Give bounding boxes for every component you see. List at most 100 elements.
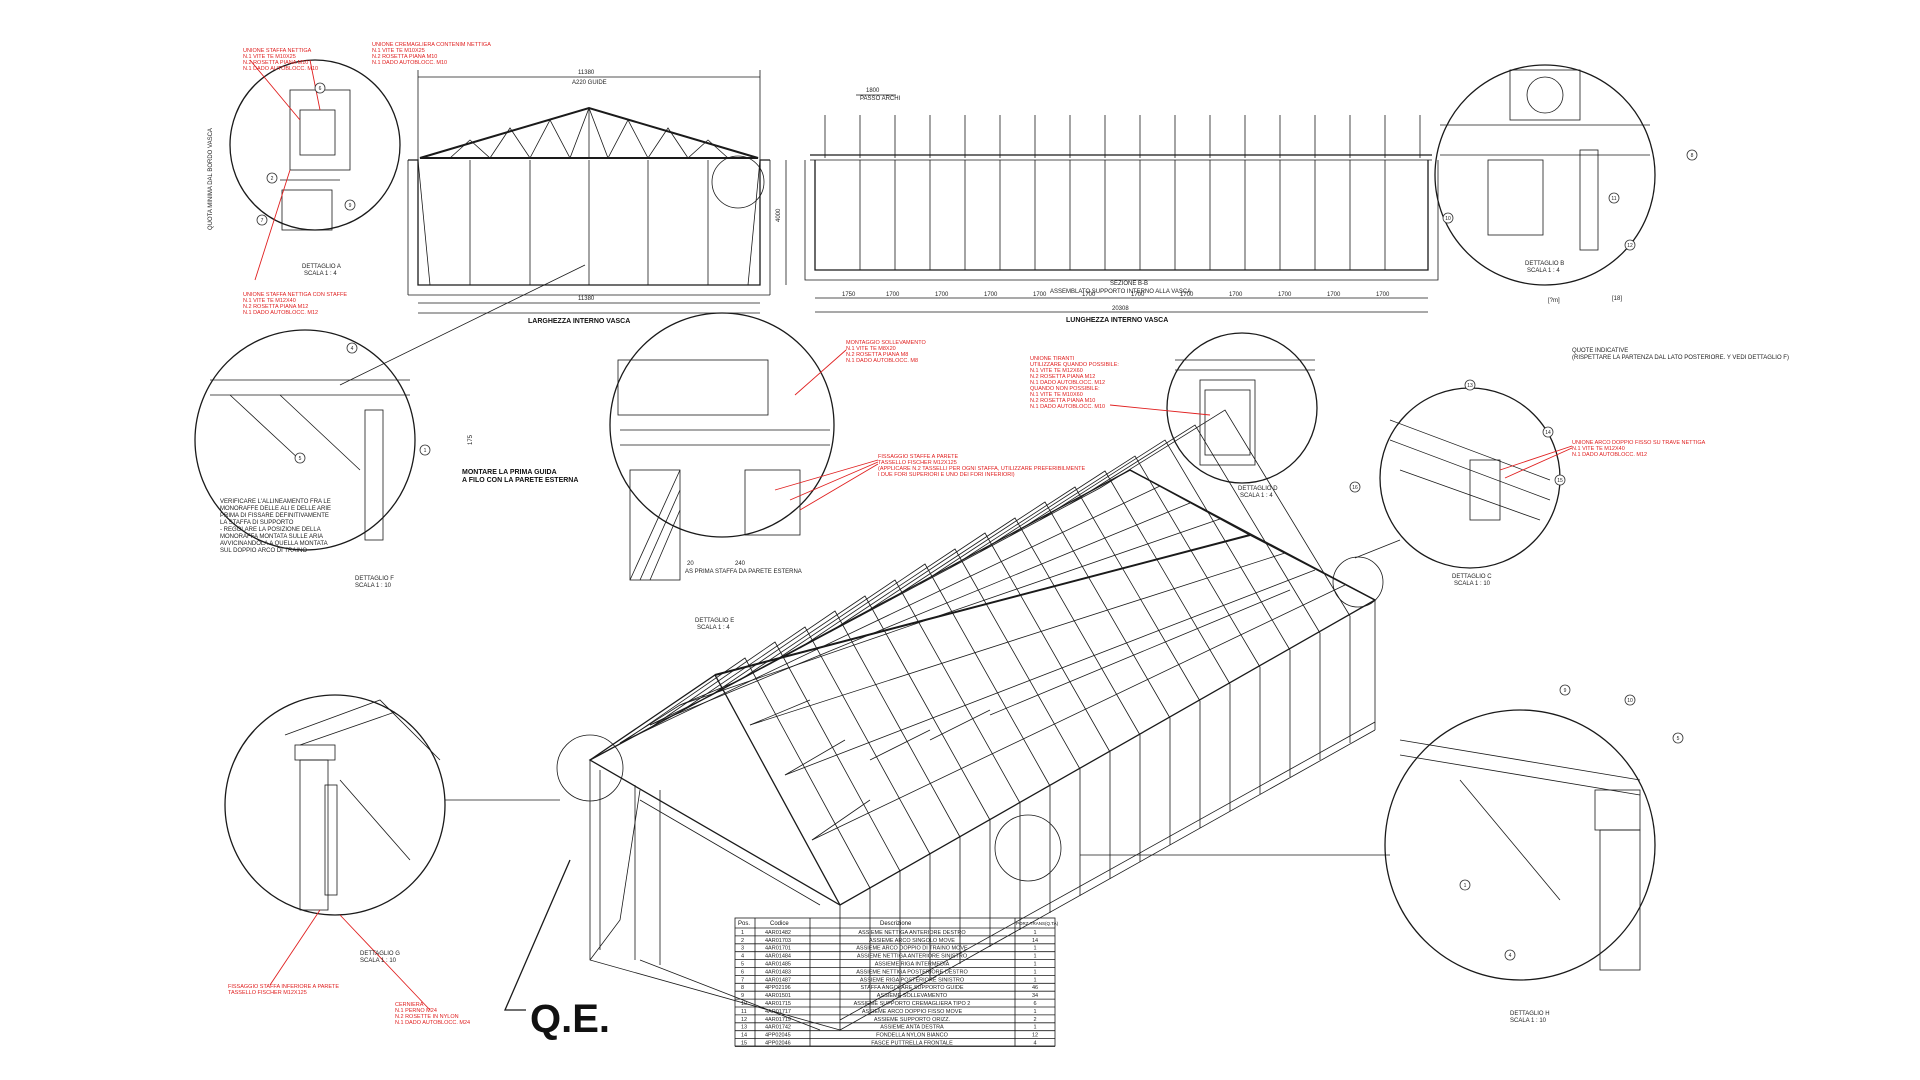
svg-text:UNIONE ARCO DOPPIO FISSO SU TR: UNIONE ARCO DOPPIO FISSO SU TRAVE NETTIG… xyxy=(1572,440,1706,446)
detail-a-red-notes-top-right: UNIONE CREMAGLIERA CONTENIM NETTIGA N.1 … xyxy=(372,42,491,66)
svg-text:1700: 1700 xyxy=(1278,292,1292,298)
detail-h-scale: SCALA 1 : 10 xyxy=(1510,1018,1547,1024)
detail-e-title: DETTAGLIO E xyxy=(695,618,734,624)
bom-cell: 4AR01482 xyxy=(765,930,791,936)
detail-f-note: VERIFICARE L'ALLINEAMENTO FRA LE MONORAF… xyxy=(220,499,331,554)
bom-cell: 4AR01485 xyxy=(765,962,791,968)
bom-cell: 1 xyxy=(741,930,744,936)
bom-cell: 2 xyxy=(1033,1017,1036,1023)
svg-text:1700: 1700 xyxy=(935,292,949,298)
section-b-caption: LUNGHEZZA INTERNO VASCA xyxy=(1066,317,1168,324)
svg-text:PRIMA DI FISSARE DEFINITIVAMEN: PRIMA DI FISSARE DEFINITIVAMENTE xyxy=(220,513,329,519)
svg-text:TASSELLO FISCHER M12X125: TASSELLO FISCHER M12X125 xyxy=(228,990,307,996)
svg-text:N.1 DADO AUTOBLOCC. M12: N.1 DADO AUTOBLOCC. M12 xyxy=(1030,380,1105,386)
detail-c-title: DETTAGLIO C xyxy=(1452,574,1492,580)
detail-b-title: DETTAGLIO B xyxy=(1525,261,1564,267)
svg-text:N.1 VITE TE M12X40: N.1 VITE TE M12X40 xyxy=(1572,446,1625,452)
svg-text:N.1 VITE TE M10X25: N.1 VITE TE M10X25 xyxy=(372,48,425,54)
svg-text:13: 13 xyxy=(1467,383,1473,389)
bom-cell: 4 xyxy=(1033,1041,1036,1047)
detail-b-dim-left: [?m] xyxy=(1548,298,1560,304)
bom-cell: 2 xyxy=(741,938,744,944)
svg-text:UNIONE CREMAGLIERA CONTENIM NE: UNIONE CREMAGLIERA CONTENIM NETTIGA xyxy=(372,42,491,48)
section-b-top-dim: 1800 xyxy=(866,88,880,94)
bom-rows: 1 4AR01482 ASSIEME NETTIGA ANTERIORE DESTR… xyxy=(735,930,1055,1047)
bom-cell: ASSIEME NETTIGA ANTERIORE DESTRO xyxy=(858,930,966,936)
detail-a: UNIONE STAFFA NETTIGA N.1 VITE TE M10X25… xyxy=(208,42,491,316)
svg-text:- REGOLARE LA POSIZIONE DELLA: - REGOLARE LA POSIZIONE DELLA xyxy=(220,527,321,533)
bom-cell: 4AR01701 xyxy=(765,946,791,952)
guide-note: MONTARE LA PRIMA GUIDA A FILO CON LA PAR… xyxy=(462,469,578,484)
section-b-top-sub: PASSO ARCHI xyxy=(860,96,901,102)
detail-a-red-notes-bottom: UNIONE STAFFA NETTIGA CON STAFFE N.1 VIT… xyxy=(243,292,347,316)
bom-cell: 1 xyxy=(1033,977,1036,983)
svg-text:N.1 DADO AUTOBLOCC. M10: N.1 DADO AUTOBLOCC. M10 xyxy=(1030,404,1105,410)
bom-cell: 4AR01719 xyxy=(765,1017,791,1023)
detail-b-note-title: QUOTE INDICATIVE xyxy=(1572,348,1628,354)
bom-header-pos: Pos. xyxy=(738,921,750,927)
svg-text:I DUE FORI SUPERIORI E UNO DEI: I DUE FORI SUPERIORI E UNO DEI FORI INFE… xyxy=(878,472,1015,478)
bom-cell: 4PP02046 xyxy=(765,1041,791,1047)
svg-text:6: 6 xyxy=(319,86,322,92)
detail-a-red-notes-top-left: UNIONE STAFFA NETTIGA N.1 VITE TE M10X25… xyxy=(243,48,318,72)
detail-d-title: DETTAGLIO D xyxy=(1238,486,1278,492)
section-a-bottom-dim: 11380 xyxy=(578,296,595,302)
bom-cell: 12 xyxy=(1032,1033,1038,1039)
detail-a-side-note: QUOTA MINIMA DAL BORDO VASCA xyxy=(208,128,214,230)
bom-table: Pos. Codice Descrizione PORZ.TRANS(Q.TA)… xyxy=(734,917,1059,1047)
detail-c-scale: SCALA 1 : 10 xyxy=(1454,581,1491,587)
svg-text:4: 4 xyxy=(1509,953,1512,959)
svg-text:12: 12 xyxy=(1627,243,1633,249)
svg-text:11: 11 xyxy=(1611,196,1616,202)
detail-c-red-notes: UNIONE ARCO DOPPIO FISSO SU TRAVE NETTIG… xyxy=(1572,440,1706,458)
svg-text:TASSELLO FISCHER M12X125: TASSELLO FISCHER M12X125 xyxy=(878,460,957,466)
detail-f-title: DETTAGLIO F xyxy=(355,576,394,582)
detail-g-scale: SCALA 1 : 10 xyxy=(360,958,397,964)
section-a-top-sub: A220 GUIDE xyxy=(572,80,607,86)
svg-text:N.1 VITE TE M12X40: N.1 VITE TE M12X40 xyxy=(243,298,296,304)
bom-header-qty: PORZ.TRANS(Q.TA) xyxy=(1016,921,1059,926)
bom-cell: 4PP02196 xyxy=(765,985,791,991)
svg-text:UNIONE STAFFA NETTIGA CON STAF: UNIONE STAFFA NETTIGA CON STAFFE xyxy=(243,292,347,298)
section-b-view: 1800 PASSO ARCHI xyxy=(804,88,1439,324)
bom-cell: ASSIEME ARCO DOPPIO DI TRAINO MOVE xyxy=(856,946,968,952)
svg-text:9: 9 xyxy=(1564,688,1567,694)
bom-cell: 3 xyxy=(741,946,744,952)
detail-f-scale: SCALA 1 : 10 xyxy=(355,583,392,589)
svg-text:UTILIZZARE QUANDO POSSIBILE:: UTILIZZARE QUANDO POSSIBILE: xyxy=(1030,362,1119,368)
bom-cell: 4AR01715 xyxy=(765,1001,791,1007)
svg-text:SUL DOPPIO ARCO DI TRAINO: SUL DOPPIO ARCO DI TRAINO xyxy=(220,548,307,554)
bom-cell: 46 xyxy=(1032,985,1038,991)
svg-text:8: 8 xyxy=(1691,153,1694,159)
svg-text:10: 10 xyxy=(1627,698,1633,704)
bom-cell: FONDELLA NYLON BIANCO xyxy=(876,1033,949,1039)
bom-header-code: Codice xyxy=(770,921,789,927)
bom-cell: 11 xyxy=(741,1009,747,1015)
bom-cell: 1 xyxy=(1033,954,1036,960)
svg-text:MONORAFFE DELLE ALI E DELLE AR: MONORAFFE DELLE ALI E DELLE ARIE xyxy=(220,506,331,512)
detail-f: 175 VERIFICARE L'ALLINEAMENTO FRA LE MON… xyxy=(194,329,474,589)
bom-cell: 10 xyxy=(741,1001,747,1007)
section-a-top-dim: 11380 xyxy=(578,70,595,76)
bom-cell: ASSIEME RIGA POSTERIORE SINISTRO xyxy=(860,977,965,983)
detail-g-title: DETTAGLIO G xyxy=(360,951,400,957)
bom-cell: 14 xyxy=(741,1033,747,1039)
svg-text:UNIONE TIRANTI: UNIONE TIRANTI xyxy=(1030,356,1075,362)
bom-cell: 4AR01484 xyxy=(765,954,791,960)
svg-text:1700: 1700 xyxy=(984,292,998,298)
svg-text:16: 16 xyxy=(1352,485,1358,491)
svg-text:9: 9 xyxy=(349,203,352,209)
svg-text:1700: 1700 xyxy=(1082,292,1096,298)
bom-cell: 8 xyxy=(741,985,744,991)
svg-text:LA STAFFA DI SUPPORTO: LA STAFFA DI SUPPORTO xyxy=(220,520,294,526)
svg-text:15: 15 xyxy=(1557,478,1563,484)
bom-cell: ASSIEME ARCO DOPPIO FISSO MOVE xyxy=(862,1009,963,1015)
bom-cell: 14 xyxy=(1032,938,1038,944)
bom-cell: ASSIEME NETTIGA POSTERIORE DESTRO xyxy=(856,969,968,975)
detail-e-dim-note: AS PRIMA STAFFA DA PARETE ESTERNA xyxy=(685,569,802,575)
bom-cell: 1 xyxy=(1033,969,1036,975)
svg-text:N.1 VITE TE M10X25: N.1 VITE TE M10X25 xyxy=(243,54,296,60)
svg-text:CERNIERA: CERNIERA xyxy=(395,1002,424,1008)
svg-text:MONORAFFA MONTATA SULLE ARIA: MONORAFFA MONTATA SULLE ARIA xyxy=(220,534,323,540)
